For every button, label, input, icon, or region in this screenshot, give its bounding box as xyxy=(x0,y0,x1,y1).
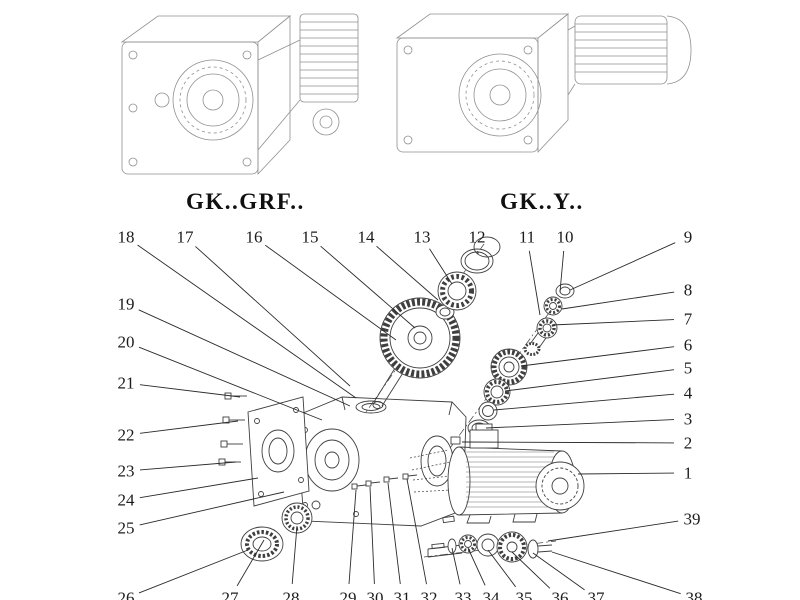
part-number-32: 32 xyxy=(420,588,438,600)
leader-line-21 xyxy=(139,384,241,398)
cover-rings-drawing xyxy=(240,500,321,562)
part-number-37: 37 xyxy=(587,588,605,600)
leader-line-20 xyxy=(138,346,323,421)
variant-label-gk-y: GK..Y.. xyxy=(500,189,584,214)
output-shaft-assembly-drawing xyxy=(423,531,557,563)
part-number-5: 5 xyxy=(683,358,693,378)
flange-bolts-drawing xyxy=(218,392,247,466)
leader-line-28 xyxy=(291,525,298,585)
part-number-13: 13 xyxy=(413,227,431,247)
leader-line-27 xyxy=(236,539,265,587)
part-number-1: 1 xyxy=(683,463,693,483)
part-number-35: 35 xyxy=(515,588,533,600)
part-number-9: 9 xyxy=(683,227,693,247)
gear-housing-drawing xyxy=(295,396,467,527)
leader-line-11 xyxy=(528,250,541,316)
part-number-12: 12 xyxy=(468,227,486,247)
part-number-21: 21 xyxy=(117,373,135,393)
leader-lines xyxy=(137,242,681,595)
leader-line-36 xyxy=(511,551,551,589)
leader-line-39 xyxy=(547,520,679,542)
leader-line-15 xyxy=(320,245,416,329)
part-number-27: 27 xyxy=(221,588,239,600)
part-number-24: 24 xyxy=(117,490,135,510)
part-number-11: 11 xyxy=(518,227,536,247)
leader-line-9 xyxy=(569,242,676,291)
leader-line-6 xyxy=(520,346,675,367)
leader-line-3 xyxy=(485,419,675,429)
part-number-2: 2 xyxy=(683,433,693,453)
part-number-4: 4 xyxy=(683,383,693,403)
part-number-36: 36 xyxy=(551,588,569,600)
part-number-10: 10 xyxy=(556,227,574,247)
part-number-23: 23 xyxy=(117,461,135,481)
leader-line-29 xyxy=(348,489,357,585)
leader-line-13 xyxy=(429,248,453,285)
leader-line-26 xyxy=(138,549,249,594)
leader-line-25 xyxy=(139,491,285,526)
leader-line-19 xyxy=(138,309,351,407)
leader-line-38 xyxy=(551,551,681,595)
leader-line-22 xyxy=(139,420,239,434)
part-number-3: 3 xyxy=(683,409,693,429)
leader-line-34 xyxy=(467,547,486,586)
part-number-30: 30 xyxy=(366,588,384,600)
part-number-31: 31 xyxy=(393,588,411,600)
leader-line-17 xyxy=(195,246,351,387)
part-number-29: 29 xyxy=(339,588,357,600)
leader-line-31 xyxy=(387,482,401,585)
leader-line-1 xyxy=(577,472,675,475)
leader-line-18 xyxy=(137,244,357,399)
part-number-28: 28 xyxy=(282,588,300,600)
part-number-15: 15 xyxy=(301,227,319,247)
part-number-22: 22 xyxy=(117,425,135,445)
leader-line-23 xyxy=(139,461,237,471)
part-number-19: 19 xyxy=(117,294,135,314)
part-number-6: 6 xyxy=(683,335,693,355)
part-number-20: 20 xyxy=(117,332,135,352)
leader-line-37 xyxy=(532,552,585,591)
leader-line-24 xyxy=(139,477,259,499)
part-number-33: 33 xyxy=(454,588,472,600)
part-number-34: 34 xyxy=(482,588,500,600)
leader-line-33 xyxy=(451,547,461,585)
leader-line-35 xyxy=(487,549,516,588)
assembled-drawing-gk-grf xyxy=(120,13,359,176)
leader-line-10 xyxy=(559,250,565,293)
part-number-25: 25 xyxy=(117,518,135,538)
electric-motor-drawing xyxy=(442,423,585,524)
pinion-stack-drawing xyxy=(449,283,575,449)
leader-line-4 xyxy=(493,393,675,411)
leader-line-30 xyxy=(369,486,375,585)
part-number-16: 16 xyxy=(245,227,263,247)
part-number-26: 26 xyxy=(117,588,135,600)
part-number-14: 14 xyxy=(357,227,375,247)
leader-line-14 xyxy=(376,245,439,301)
part-number-8: 8 xyxy=(683,280,693,300)
part-number-7: 7 xyxy=(683,309,693,329)
leader-line-7 xyxy=(551,319,675,326)
input-gear-stack-drawing xyxy=(365,236,501,413)
leader-line-32 xyxy=(406,478,427,585)
part-number-18: 18 xyxy=(117,227,135,247)
motor-mount-fasteners-drawing xyxy=(351,436,461,493)
part-number-39: 39 xyxy=(683,509,701,529)
variant-label-gk-grf: GK..GRF.. xyxy=(186,189,305,214)
part-number-38: 38 xyxy=(685,588,703,600)
mounting-flange-drawing xyxy=(247,396,310,507)
assembled-drawing-gk-y xyxy=(395,13,692,154)
leader-line-8 xyxy=(561,291,675,310)
part-number-17: 17 xyxy=(176,227,194,247)
leader-line-2 xyxy=(461,441,675,444)
leader-line-5 xyxy=(504,369,675,392)
leader-line-16 xyxy=(265,244,397,341)
